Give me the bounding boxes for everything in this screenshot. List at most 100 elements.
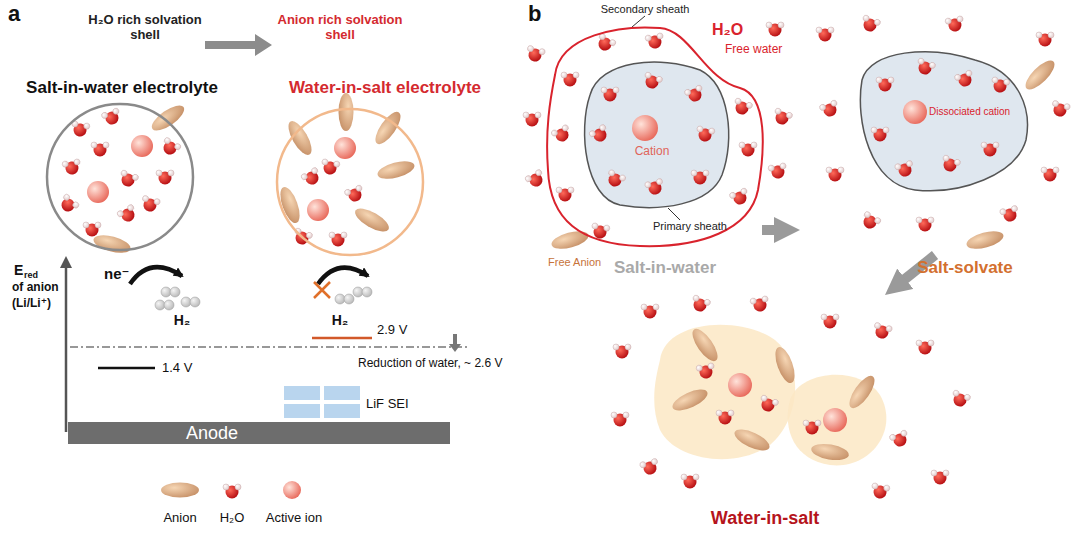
cation bbox=[903, 100, 927, 124]
cation bbox=[87, 181, 109, 203]
primary-sheath: CationPrimary sheath bbox=[578, 55, 738, 215]
axis-line bbox=[65, 266, 68, 432]
axis-label: (Li/Li⁺) bbox=[12, 297, 51, 311]
water-molecule bbox=[62, 159, 82, 176]
water-molecule bbox=[525, 45, 546, 64]
water-molecule bbox=[611, 412, 629, 427]
cluster-fill bbox=[654, 325, 795, 459]
node-outline bbox=[45, 102, 195, 252]
axis-label: of anion bbox=[12, 281, 59, 295]
water-molecule bbox=[939, 154, 961, 174]
anion bbox=[352, 204, 392, 236]
species-label: H₂O bbox=[712, 21, 743, 39]
water-molecule bbox=[914, 57, 936, 77]
water-molecule bbox=[894, 160, 915, 179]
water-molecule bbox=[561, 72, 579, 87]
blocked-mark bbox=[314, 282, 330, 298]
water-molecule bbox=[757, 394, 779, 414]
leader-line bbox=[668, 208, 680, 220]
water-molecule bbox=[523, 112, 541, 127]
electrolyte-circle: Salt-in-water electrolyte bbox=[45, 102, 195, 252]
h2-molecule bbox=[181, 297, 200, 307]
node-label: Dissociated cation bbox=[929, 106, 1010, 118]
anion bbox=[92, 232, 133, 256]
axis-label: red bbox=[24, 270, 38, 280]
water-molecule bbox=[859, 14, 881, 34]
shell-caption: H₂O rich solvation shell bbox=[85, 13, 205, 43]
water-molecule bbox=[871, 127, 889, 142]
water-molecule bbox=[556, 187, 574, 202]
h2-molecule bbox=[155, 300, 174, 310]
water-molecule bbox=[641, 71, 663, 91]
water-molecule bbox=[320, 159, 340, 176]
water-molecule bbox=[101, 107, 123, 127]
panel-letter: b bbox=[528, 1, 541, 26]
stage-arrow bbox=[762, 225, 782, 235]
species-label: Free Anion bbox=[548, 256, 601, 269]
water-molecule bbox=[594, 33, 617, 55]
stage-label: Salt-solvate bbox=[917, 258, 1012, 278]
anion bbox=[845, 372, 879, 412]
water-molecule bbox=[70, 121, 90, 138]
cation bbox=[823, 408, 847, 432]
water-molecule bbox=[695, 126, 715, 143]
axis-label: E bbox=[14, 262, 23, 278]
energy-level bbox=[312, 337, 372, 340]
node-label: Primary sheath bbox=[653, 220, 727, 233]
water-molecule bbox=[889, 429, 911, 449]
electron-arrow bbox=[318, 268, 368, 284]
anion bbox=[965, 228, 1006, 252]
water-molecule bbox=[954, 69, 976, 89]
anode-bar: Anode bbox=[68, 422, 450, 444]
cation bbox=[307, 199, 329, 221]
water-molecule bbox=[1050, 100, 1071, 119]
node-label: Anode bbox=[186, 423, 238, 444]
water-molecule bbox=[91, 142, 109, 157]
water-molecule bbox=[1041, 167, 1059, 182]
node-outline bbox=[853, 45, 1033, 197]
water-molecule bbox=[140, 195, 161, 214]
legend-text: H₂O bbox=[220, 511, 245, 526]
sei-block bbox=[284, 386, 320, 400]
water-molecule bbox=[821, 314, 839, 329]
cation bbox=[632, 115, 658, 141]
water-molecule bbox=[641, 304, 659, 319]
sei-block bbox=[324, 386, 360, 400]
water-molecule bbox=[645, 33, 665, 50]
anion bbox=[1021, 56, 1058, 93]
water-reduction-line bbox=[70, 346, 470, 348]
electron-label: ne⁻ bbox=[104, 265, 129, 282]
secondary-sheath: Secondary sheathCationPrimary sheath bbox=[546, 24, 764, 250]
water-molecule bbox=[57, 193, 80, 216]
h2-molecule bbox=[353, 287, 372, 297]
energy-level bbox=[98, 367, 155, 370]
water-molecule bbox=[588, 124, 611, 146]
water-molecule bbox=[83, 222, 101, 237]
water-molecule bbox=[604, 169, 626, 190]
shift-arrow bbox=[449, 344, 461, 352]
water-molecule bbox=[344, 184, 366, 204]
water-molecule bbox=[949, 389, 971, 409]
water-molecule bbox=[601, 87, 619, 102]
anion bbox=[339, 93, 354, 131]
anion bbox=[550, 228, 591, 252]
sheath-fill bbox=[860, 52, 1027, 191]
water-molecule bbox=[156, 170, 174, 185]
energy-value: 1.4 V bbox=[162, 361, 192, 376]
part-name: LiF SEI bbox=[366, 397, 409, 412]
h2-molecule bbox=[161, 287, 180, 297]
water-molecule bbox=[689, 294, 711, 314]
electrolyte-circle: Water-in-salt electrolyte bbox=[275, 107, 425, 257]
anion bbox=[810, 441, 850, 462]
stage-panel: Salt-in-waterSecondary sheathCationPrima… bbox=[528, 0, 762, 258]
panel-letter: a bbox=[8, 1, 20, 26]
node-outline bbox=[546, 24, 764, 250]
arrow-symbol bbox=[205, 34, 272, 56]
axis-arrowhead bbox=[60, 256, 72, 268]
node-label: Salt-in-water electrolyte bbox=[26, 78, 218, 98]
water-molecule bbox=[159, 137, 182, 159]
water-molecule bbox=[223, 484, 241, 499]
anion bbox=[284, 118, 316, 158]
species-label: Free water bbox=[725, 43, 782, 57]
